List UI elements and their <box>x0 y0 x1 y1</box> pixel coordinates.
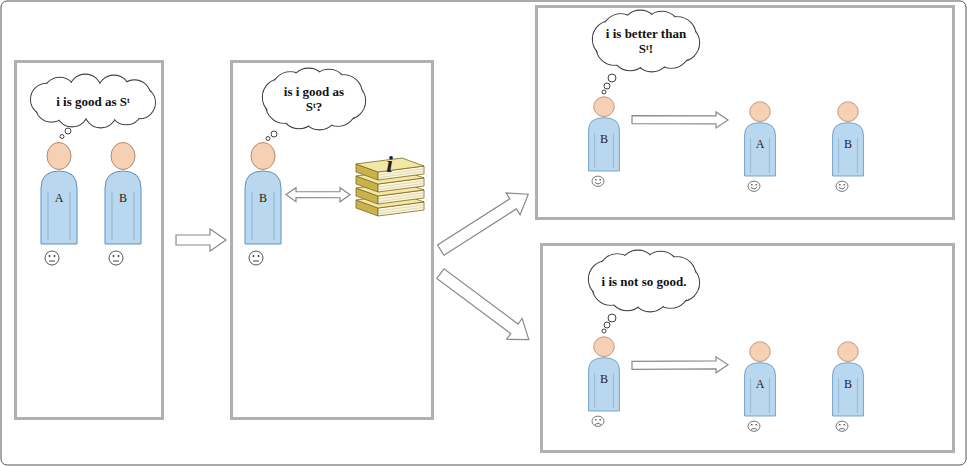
user-label: B <box>102 192 144 205</box>
thought-dot <box>60 135 64 139</box>
hollow-arrow <box>632 112 728 128</box>
arrow-outline <box>632 357 728 373</box>
user-figure: B <box>586 335 622 430</box>
thought-dot <box>271 131 277 137</box>
user-figure: A <box>742 340 778 435</box>
scene-panel: i is good as Sᵗ A B <box>14 60 164 420</box>
user-figure: B <box>830 340 866 435</box>
thought-dot <box>602 90 606 94</box>
thought-dot <box>266 137 270 141</box>
scene-panel: i is better than Sᵗ! B A B <box>535 5 955 220</box>
hollow-arrow <box>176 229 226 251</box>
thought-dot <box>602 329 606 333</box>
user-figure: B <box>586 95 622 190</box>
bubble-text: is i good as Sᵗ? <box>274 84 354 114</box>
arrow-outline <box>438 193 529 255</box>
user-label: A <box>38 192 80 205</box>
user-label: B <box>586 373 622 386</box>
user-figure: B <box>242 140 284 270</box>
thought-dot <box>608 314 616 322</box>
user-figure-drawing <box>38 140 80 270</box>
scene-panel: is i good as Sᵗ? Bi <box>230 60 434 420</box>
thought-bubble: i is better than Sᵗ! <box>592 10 700 72</box>
hollow-arrow <box>632 357 728 373</box>
hollow-arrow <box>286 188 350 202</box>
hollow-arrow <box>438 193 529 255</box>
user-label: B <box>242 192 284 205</box>
bubble-text: i is better than Sᵗ! <box>604 26 688 56</box>
thought-bubble: i is good as Sᵗ <box>30 74 156 128</box>
arrow-outline <box>437 269 529 340</box>
user-figure: A <box>38 140 80 270</box>
item-label: i <box>352 150 427 178</box>
thought-dot <box>608 74 616 82</box>
thought-dot <box>604 322 610 328</box>
user-figure: B <box>830 100 866 195</box>
thought-bubble: is i good as Sᵗ? <box>262 68 366 130</box>
bubble-text: i is good as Sᵗ <box>56 94 130 109</box>
user-label: A <box>742 138 778 151</box>
user-label: A <box>742 378 778 391</box>
hollow-arrow <box>437 269 529 340</box>
user-figure-drawing <box>242 140 284 270</box>
thought-trail <box>60 74 616 333</box>
arrow-outline <box>286 188 350 202</box>
arrow-outline <box>632 112 728 128</box>
thought-dot <box>65 128 71 134</box>
arrow-outline <box>176 229 226 251</box>
user-label: B <box>586 133 622 146</box>
user-label: B <box>830 138 866 151</box>
bubble-text: i is not so good. <box>602 274 687 289</box>
user-label: B <box>830 378 866 391</box>
user-figure: B <box>102 140 144 270</box>
scene-panel: i is not so good. B A B <box>540 243 955 453</box>
user-figure-drawing <box>102 140 144 270</box>
user-figure: A <box>742 100 778 195</box>
item-stack: i <box>352 150 427 220</box>
thought-dot <box>604 83 610 89</box>
thought-bubble: i is not so good. <box>588 250 700 312</box>
